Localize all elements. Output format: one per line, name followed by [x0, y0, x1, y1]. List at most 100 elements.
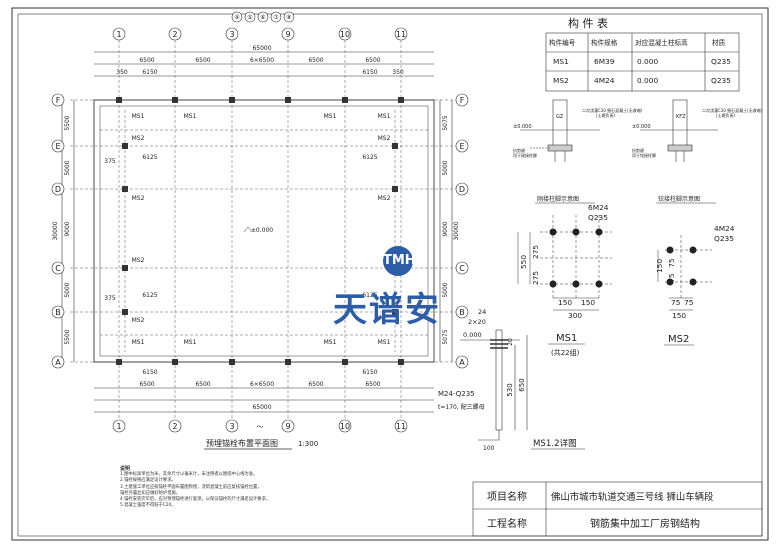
sheet-inner-border: [17, 13, 763, 537]
bolt-detail: [460, 329, 528, 441]
ms2-bolt: [666, 278, 674, 286]
row-dim-right-5: 5075: [442, 329, 449, 344]
table-row1-elev: 0.000: [637, 57, 658, 66]
note-line: 4.锚栓安装完毕后，应对预埋锚栓进行复测，以保证锚栓的尺寸满足设计要求。: [120, 497, 271, 503]
ms1-dim-v-1: 275: [531, 245, 540, 259]
row-dim-left-1: 5500: [64, 115, 71, 130]
ms2-dim-v-1: 75: [667, 258, 676, 268]
table-header-elev: 对应混凝土柱标高: [635, 38, 688, 47]
table-header-id: 构件编号: [549, 38, 576, 47]
axis-col-2: 2: [172, 30, 177, 39]
bolt-dim-650: 650: [518, 378, 526, 391]
detail-left-zero: ±0.000: [513, 124, 532, 130]
row-dim-left-4: 5000: [64, 282, 71, 297]
axis-row-e: E: [55, 142, 60, 151]
ms1-bolt: [572, 228, 580, 236]
axis-col-3: 3: [229, 30, 234, 39]
ms2-bolts: [666, 246, 697, 286]
ms1-spec: 6M24: [588, 203, 609, 212]
end-bay-left-bottom: 6150: [142, 369, 157, 376]
ms1-dim-h-2: 150: [581, 298, 595, 307]
ms2-title: MS2: [668, 334, 689, 345]
bay-bottom-1: 6500: [139, 381, 154, 388]
detail-left-shear-2: 用于刚接柱脚: [513, 152, 537, 158]
plan-outline: [93, 99, 435, 363]
detail-left-caption: 刚接柱脚示意图: [537, 195, 579, 203]
axis-row-d: D: [55, 185, 61, 194]
foot-detail-right: [640, 99, 718, 162]
plan-elevation: ±0.000: [251, 227, 273, 234]
table-header-mat: 材质: [712, 38, 726, 47]
label-ms2-e: MS2: [378, 195, 391, 202]
detail-right-shear-2: 用于铰接柱脚: [632, 152, 656, 158]
component-table: [545, 32, 740, 92]
note-line: 3.土建施工单位应按锚栓平面布置图预埋，浇筑混凝土前应复核锚栓位置，: [120, 484, 262, 490]
bolt-detail-text: 0.000 24 2×20 M24-Q235 t=170, 配三螺母 530 6…: [438, 308, 577, 452]
axis-labels: 1 2 3 9 10 11 1 2 3 9 10 11 ～ F E D C B …: [55, 14, 465, 431]
bay-bottom-5: 6500: [365, 381, 380, 388]
axis-row-b-right: B: [459, 308, 465, 317]
label-ms1-d: MS1: [184, 339, 197, 346]
ms2-spec: 4M24: [714, 224, 735, 233]
bay-bottom-3: 6×6500: [250, 381, 274, 388]
label-ms2-f: MS2: [378, 135, 391, 142]
row-dim-left-2: 5000: [64, 160, 71, 175]
bolt-top-dim-2: 2×20: [468, 318, 486, 326]
watermark-text: 天谱安: [333, 290, 441, 330]
detail-right-grout-sub: (土建负责): [716, 112, 736, 118]
gable-bay-3: 6125: [142, 292, 157, 299]
ms1-mat: Q235: [588, 213, 608, 222]
label-ms2-c: MS2: [132, 257, 145, 264]
ms1-bolt: [595, 228, 603, 236]
axis-col-10: 10: [340, 30, 350, 39]
label-ms1-g: MS1: [324, 339, 337, 346]
axis-col-10-bottom: 10: [340, 422, 350, 431]
foot-detail-left: [520, 99, 600, 162]
overall-width-bottom: 65000: [252, 404, 271, 411]
table-row1-id: MS1: [553, 57, 569, 66]
detail-right-col: KFZ: [676, 114, 686, 120]
plan-title: 预埋锚栓布置平面图: [206, 438, 278, 448]
axis-top-8: ⑧: [286, 14, 291, 21]
end-bay-right-bottom: 6150: [362, 369, 377, 376]
bolt-zero: 0.000: [463, 331, 482, 339]
bay-top-1: 6500: [139, 57, 154, 64]
ms2-dim-v-2: 75: [667, 273, 676, 283]
gable-bay-4: 6125: [362, 292, 377, 299]
label-ms1-c: MS1: [132, 339, 145, 346]
bay-bottom-4: 6500: [308, 381, 323, 388]
axis-bubbles: [51, 11, 469, 433]
end-bay-right: 6150: [362, 69, 377, 76]
ms2-bolt: [666, 246, 674, 254]
ms1-bolt: [572, 280, 580, 288]
anchor-marks: [116, 97, 404, 365]
table-row2-id: MS2: [553, 76, 569, 85]
axis-top-7: ⑦: [273, 14, 279, 21]
row-dim-left-5: 5500: [64, 329, 71, 344]
row-dim-right-1: 5075: [442, 115, 449, 130]
axis-row-a: A: [55, 358, 61, 367]
axis-col-11-bottom: 11: [396, 422, 406, 431]
gable-bay-2: 6125: [362, 154, 377, 161]
detail-right-zero: ±0.000: [632, 124, 651, 130]
detail-left-grout-sub: (土建负责): [596, 112, 616, 118]
table-rows: MS1 6M39 0.000 Q235 MS2 4M24 0.000 Q235: [553, 57, 731, 85]
note-line: 5.混凝土强度不得低于C20。: [120, 503, 176, 509]
row-dim-left-3: 9000: [64, 221, 71, 236]
table-row1-spec: 6M39: [594, 57, 615, 66]
label-ms2-b: MS2: [132, 195, 145, 202]
notes-heading: 说明: [120, 466, 131, 472]
detail-left-shear: 抗剪键: [513, 147, 525, 153]
axis-top-5: ⑤: [247, 14, 252, 21]
ms1-text: 6M24 Q235 275 275 550 150 150 300 MS1 (共…: [519, 203, 609, 357]
row-dimensions: 5500 5000 9000 5000 5500 30000 5075 5000…: [52, 115, 460, 344]
ms2-dim-h-1: 75: [671, 298, 681, 307]
bolt-note: t=170, 配三螺母: [438, 403, 485, 411]
axis-top-4: ④: [234, 14, 239, 21]
axis-row-f-right: F: [460, 96, 465, 105]
end-bay-left: 6150: [142, 69, 157, 76]
detail-right-caption: 铰接柱脚示意图: [658, 195, 700, 203]
detail-right-shear: 抗剪键: [632, 147, 644, 153]
bay-top-3: 6×6500: [250, 57, 274, 64]
